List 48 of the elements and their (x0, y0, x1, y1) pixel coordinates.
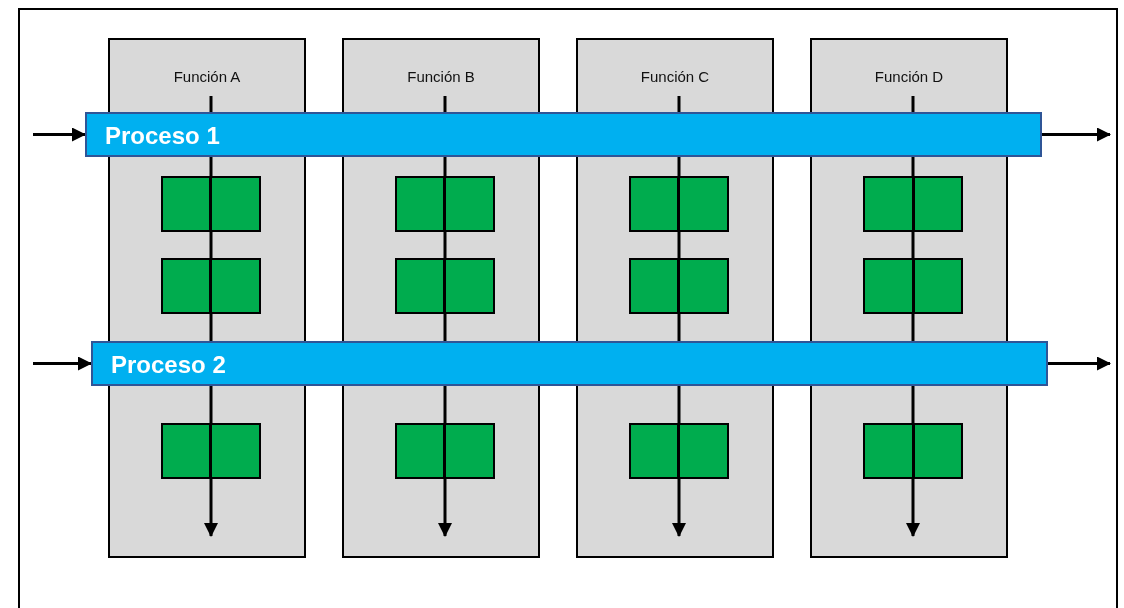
task-box (629, 423, 729, 479)
connector-line (677, 386, 681, 423)
connector-line (911, 96, 915, 112)
function-label: Función D (873, 68, 945, 85)
connector-line (209, 232, 213, 258)
connector-line (209, 157, 213, 176)
connector-line (209, 96, 213, 112)
function-label: Función C (639, 68, 711, 85)
arrow (204, 479, 218, 537)
connector-line (443, 386, 447, 423)
task-box (395, 423, 495, 479)
task-box (863, 423, 963, 479)
arrow (438, 479, 452, 537)
arrow (33, 356, 92, 371)
function-label: Función A (172, 68, 242, 85)
arrow (672, 479, 686, 537)
task-box (863, 258, 963, 314)
connector-line (209, 314, 213, 341)
process-label: Proceso 2 (111, 351, 226, 379)
task-box (161, 423, 261, 479)
process-bar (85, 112, 1042, 157)
task-box (629, 176, 729, 232)
process-bar (91, 341, 1048, 386)
task-box (161, 258, 261, 314)
connector-line (677, 157, 681, 176)
task-box (161, 176, 261, 232)
arrow (1048, 356, 1111, 371)
task-box (395, 176, 495, 232)
connector-line (209, 386, 213, 423)
connector-line (443, 232, 447, 258)
task-box (629, 258, 729, 314)
connector-line (443, 96, 447, 112)
connector-line (677, 96, 681, 112)
connector-line (677, 314, 681, 341)
task-box (863, 176, 963, 232)
connector-line (911, 232, 915, 258)
task-box (395, 258, 495, 314)
process-label: Proceso 1 (105, 122, 220, 150)
arrow (33, 127, 86, 142)
connector-line (443, 314, 447, 341)
connector-line (911, 157, 915, 176)
connector-line (677, 232, 681, 258)
connector-line (443, 157, 447, 176)
arrow (1042, 127, 1111, 142)
function-label: Función B (406, 68, 476, 85)
arrow (906, 479, 920, 537)
connector-line (911, 314, 915, 341)
connector-line (911, 386, 915, 423)
